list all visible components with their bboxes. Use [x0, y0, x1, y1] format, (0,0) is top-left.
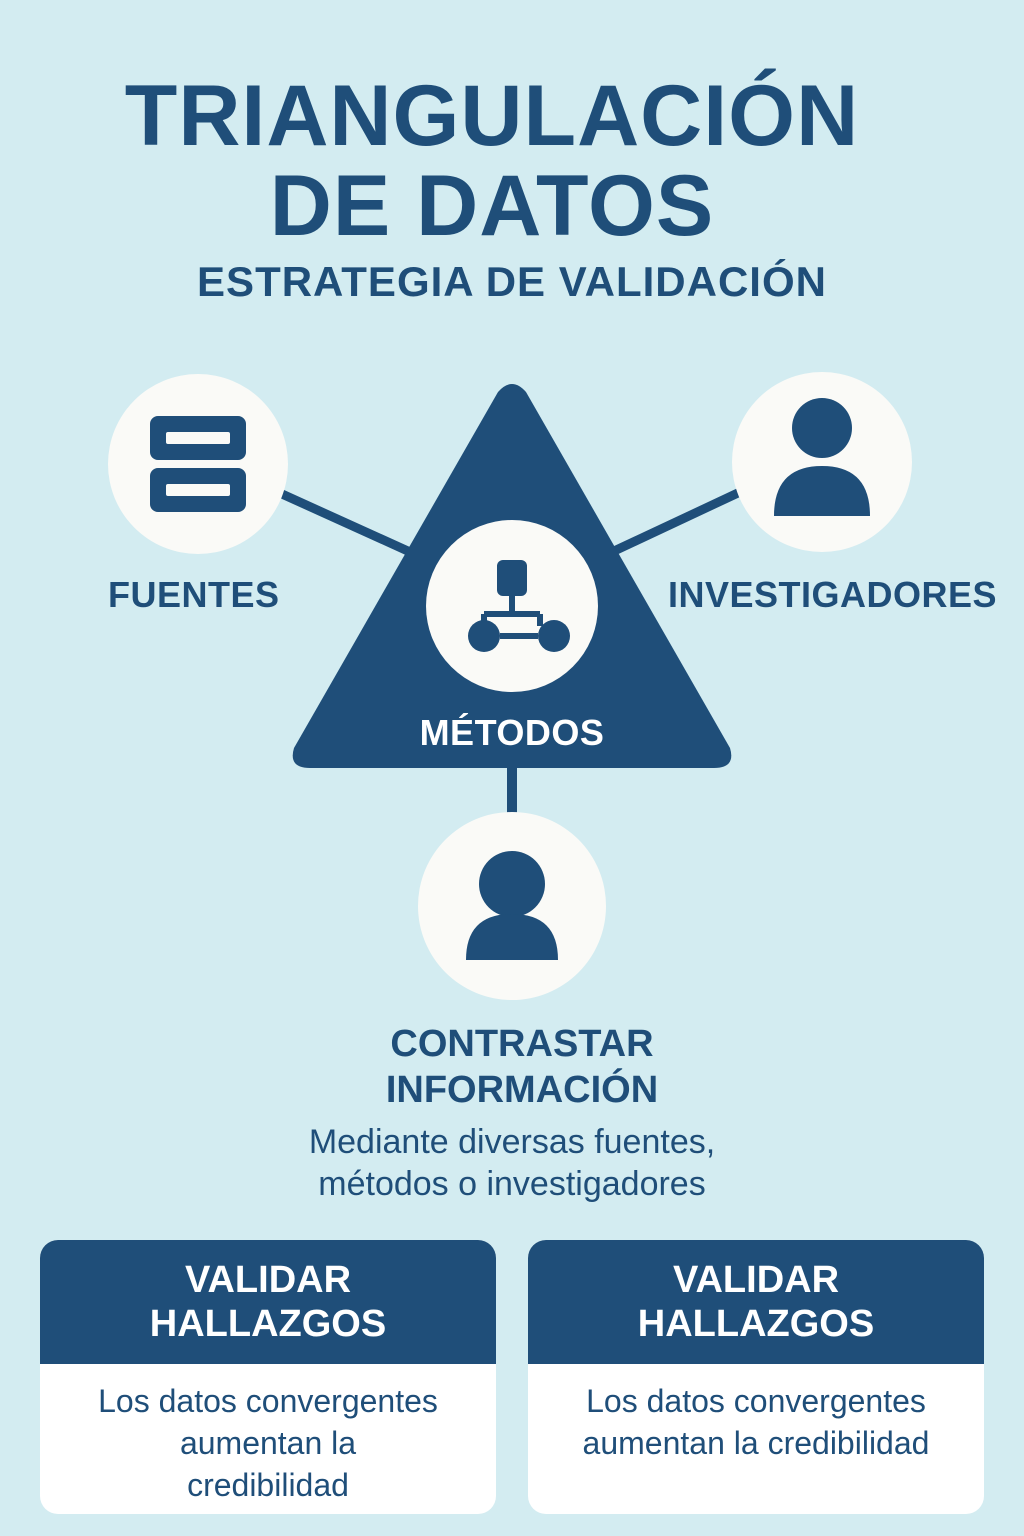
fuentes-circle	[108, 374, 288, 554]
person-icon	[466, 851, 558, 960]
card-body-line: Los datos convergentes	[586, 1383, 926, 1419]
bottom-node	[418, 812, 606, 1000]
connector-right	[610, 487, 742, 557]
investigadores-node	[732, 372, 912, 552]
card-title-line-2: HALLAZGOS	[149, 1303, 387, 1345]
investigadores-label: INVESTIGADORES	[668, 574, 998, 615]
contrast-title-line-2: INFORMACIÓN	[385, 1069, 659, 1111]
page-title-line-1: TRIANGULACIÓN	[124, 68, 860, 164]
card-title-line-1: VALIDAR	[184, 1259, 352, 1301]
card-body-line: aumentan la	[179, 1425, 357, 1461]
connector-left	[280, 489, 412, 557]
page-title-line-2: DE DATOS	[269, 158, 715, 254]
network-icon	[468, 560, 570, 652]
card-body-line: Los datos convergentes	[98, 1383, 438, 1419]
database-icon	[150, 416, 246, 512]
card-header: VALIDAR HALLAZGOS	[528, 1240, 984, 1364]
card-body: Los datos convergentes aumentan la credi…	[528, 1364, 984, 1464]
contrast-description-line-1: Mediante diversas fuentes,	[308, 1123, 716, 1161]
contrast-title-line-1: CONTRASTAR	[390, 1023, 654, 1065]
validate-card-left: VALIDAR HALLAZGOS Los datos convergentes…	[40, 1240, 496, 1514]
fuentes-node	[108, 374, 288, 554]
validate-card-right: VALIDAR HALLAZGOS Los datos convergentes…	[528, 1240, 984, 1514]
metodos-label: MÉTODOS	[419, 712, 605, 753]
card-header: VALIDAR HALLAZGOS	[40, 1240, 496, 1364]
card-body-line: aumentan la credibilidad	[582, 1425, 930, 1461]
card-title-line-1: VALIDAR	[672, 1259, 840, 1301]
metodos-node	[426, 520, 598, 692]
fuentes-label: FUENTES	[108, 574, 280, 615]
card-title-line-2: HALLAZGOS	[637, 1303, 875, 1345]
card-body: Los datos convergentes aumentan la credi…	[40, 1364, 496, 1506]
page-subtitle: ESTRATEGIA DE VALIDACIÓN	[197, 258, 827, 305]
contrast-description-line-2: métodos o investigadores	[318, 1165, 706, 1203]
card-body-line: credibilidad	[187, 1467, 349, 1503]
person-icon	[774, 398, 870, 516]
